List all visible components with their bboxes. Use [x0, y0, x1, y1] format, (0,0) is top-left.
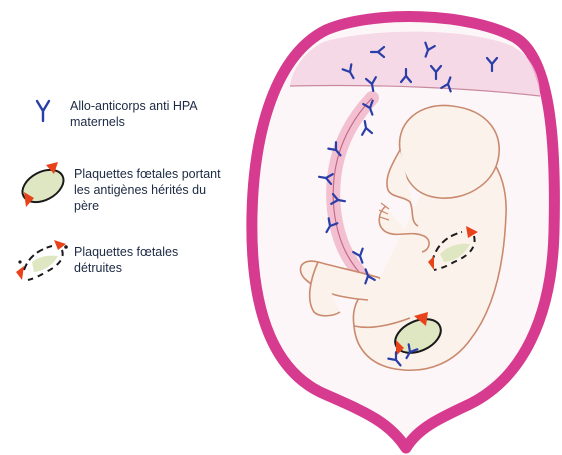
- legend-platelet-label: Plaquettes fœtales portant les antigènes…: [74, 166, 234, 214]
- antibody-icon: [37, 101, 49, 121]
- platelet-icon: [17, 162, 69, 209]
- destroyed-platelet-icon: [16, 240, 68, 280]
- legend-antibody-label: Allo-anticorps anti HPA maternels: [70, 98, 240, 130]
- legend-destroyed-label: Plaquettes fœtales détruites: [74, 244, 204, 276]
